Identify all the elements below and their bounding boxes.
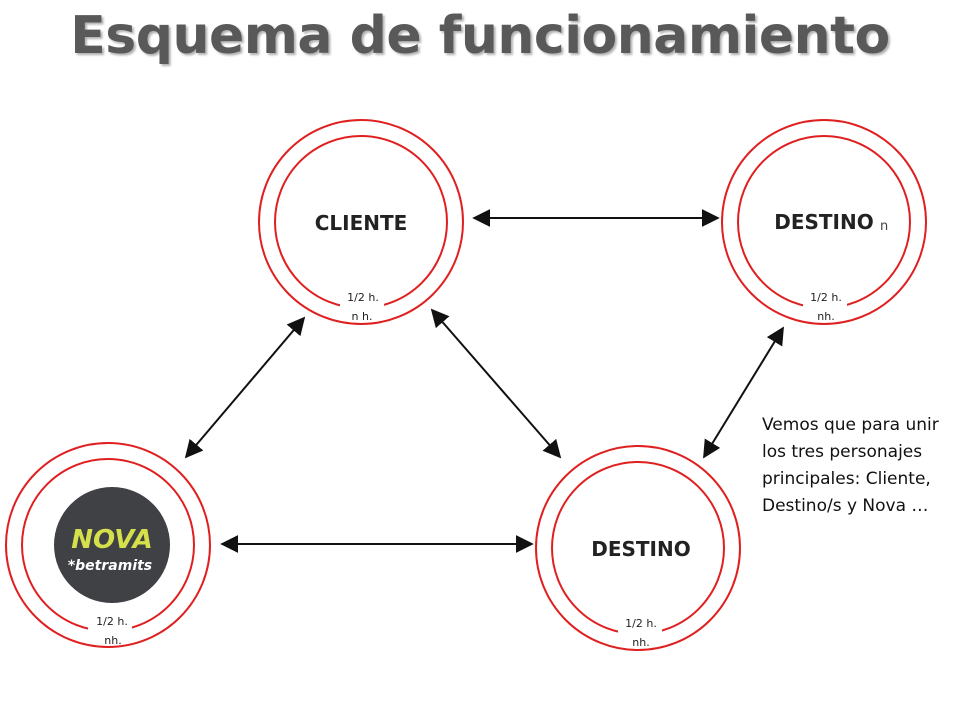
logo-sub: *betramits bbox=[68, 558, 152, 574]
node-cliente: CLIENTE 1/2 h. n h. bbox=[258, 119, 464, 325]
node-destino-n: DESTINO n 1/2 h. nh. bbox=[721, 119, 927, 325]
arrow-destino-n-destino bbox=[703, 326, 784, 459]
nova-betramits-logo: NOVA *betramits bbox=[54, 487, 170, 603]
logo-word: NOVA bbox=[71, 525, 152, 555]
outer-ring bbox=[5, 442, 211, 648]
node-label: DESTINO bbox=[774, 210, 874, 234]
outer-ring bbox=[535, 445, 741, 651]
node-nova: NOVA *betramits 1/2 h. nh. bbox=[5, 442, 211, 648]
outer-ring bbox=[721, 119, 927, 325]
ring-label-n-hours: nh. bbox=[817, 310, 834, 323]
page-title: Esquema de funcionamiento bbox=[70, 6, 890, 66]
explanatory-note: Vemos que para unir los tres personajes … bbox=[762, 415, 939, 516]
arrow-cliente-nova bbox=[184, 316, 306, 459]
ring-label-half-hour: 1/2 h. bbox=[810, 291, 842, 304]
ring-label-n-hours: nh. bbox=[632, 636, 649, 649]
node-label: CLIENTE bbox=[315, 211, 408, 235]
node-label: DESTINO bbox=[591, 537, 691, 561]
arrow-cliente-destino bbox=[430, 308, 562, 459]
ring-label-half-hour: 1/2 h. bbox=[347, 291, 379, 304]
node-destino: DESTINO 1/2 h. nh. bbox=[535, 445, 741, 651]
outer-ring bbox=[258, 119, 464, 325]
node-label-suffix: n bbox=[880, 219, 888, 234]
ring-label-half-hour: 1/2 h. bbox=[625, 617, 657, 630]
ring-label-half-hour: 1/2 h. bbox=[96, 615, 128, 628]
ring-label-n-hours: n h. bbox=[352, 310, 373, 323]
ring-label-n-hours: nh. bbox=[104, 634, 121, 647]
